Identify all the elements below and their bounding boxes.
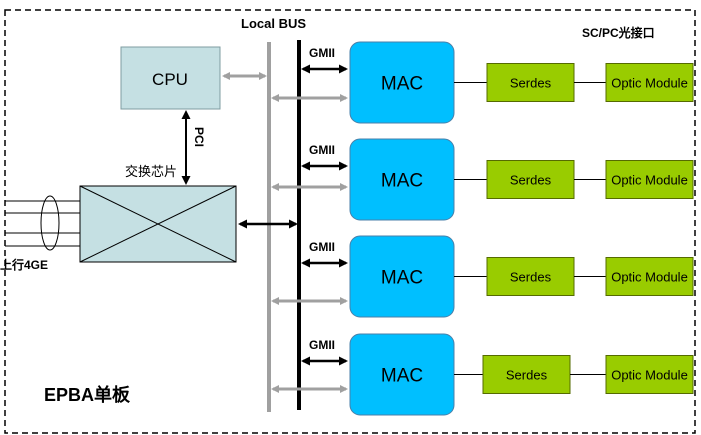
board-border (4, 9, 696, 434)
optic-module-label: Optic Module (611, 368, 688, 383)
optic-module-block (605, 355, 694, 394)
serdes-label: Serdes (510, 173, 552, 188)
mac-label: MAC (381, 268, 423, 289)
serdes-label: Serdes (510, 270, 552, 285)
serdes-label: Serdes (510, 76, 552, 91)
channel-row: GMII MAC Serdes Optic Module (271, 41, 694, 124)
serdes-block (486, 257, 575, 296)
sc-pc-label: SC/PC光接口 (582, 25, 655, 40)
uplink-lines (5, 195, 80, 251)
channel-row: GMII MAC Serdes Optic Module (271, 235, 694, 318)
channel-row: GMII MAC Serdes Optic Module (271, 333, 694, 416)
optic-module-label: Optic Module (611, 173, 688, 188)
uplink-label: 上行4GE (0, 257, 48, 272)
optic-module-block (605, 160, 694, 199)
optic-module-block (605, 257, 694, 296)
optic-module-block (605, 63, 694, 102)
gmii-label: GMII (309, 240, 335, 254)
local-bus-label: Local BUS (241, 16, 306, 31)
cpu-label: CPU (152, 70, 188, 89)
optic-module-label: Optic Module (611, 270, 688, 285)
mac-label: MAC (381, 74, 423, 95)
board-label: EPBA单板 (44, 384, 131, 405)
cpu-block: CPU (120, 46, 221, 110)
channel-row: GMII MAC Serdes Optic Module (271, 138, 694, 221)
mac-label: MAC (381, 171, 423, 192)
serdes-block (482, 355, 571, 394)
pci-label: PCI (192, 127, 206, 147)
switch-chip-label: 交换芯片 (125, 164, 177, 179)
gmii-label: GMII (309, 338, 335, 352)
gmii-label: GMII (309, 46, 335, 60)
mac-label: MAC (381, 366, 423, 387)
switch-chip-block (79, 185, 237, 263)
optic-module-label: Optic Module (611, 76, 688, 91)
serdes-label: Serdes (506, 368, 548, 383)
gmii-label: GMII (309, 143, 335, 157)
